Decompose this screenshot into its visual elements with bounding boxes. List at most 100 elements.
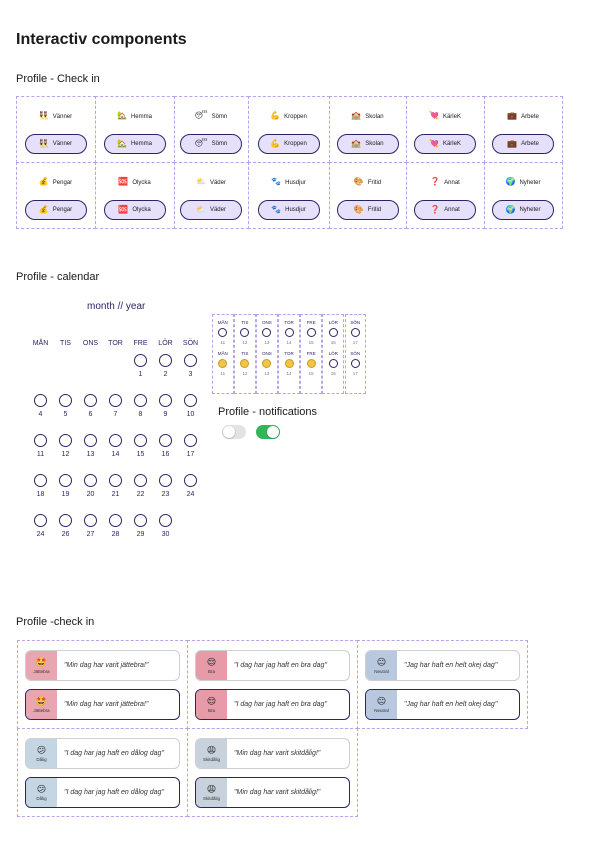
bra-face-icon: 😌 — [206, 656, 217, 667]
calendar-weekday: ONS — [82, 340, 99, 347]
week-day-circle[interactable] — [218, 328, 228, 337]
mood-card-neutral[interactable]: 😐Neutral"Jag har haft en helt okej dag" — [365, 650, 520, 681]
checkin-button-annat[interactable]: ❓Annat — [414, 199, 476, 220]
calendar-day[interactable]: 28 — [103, 514, 128, 554]
mood-card-skitdålig[interactable]: 😩Skitdålig"Min dag har varit skitdålig!" — [195, 738, 350, 769]
mood-card-neutral-selected[interactable]: 😐Neutral"Jag har haft en helt okej dag" — [365, 689, 520, 720]
mood-card-jättebra[interactable]: 🤩Jättebra"Min dag har varit jättebra!" — [25, 650, 180, 681]
page-title: Interactiv components — [16, 31, 187, 48]
checkin-button-vänner[interactable]: 👯Vänner — [24, 133, 87, 154]
week-day-date: 15 — [308, 371, 314, 376]
checkin-button-kärlek[interactable]: 💘KärleK — [414, 133, 476, 154]
day-number: 24 — [186, 491, 195, 498]
calendar-weekday: SÖN — [182, 340, 199, 347]
calendar-day[interactable]: 23 — [153, 474, 178, 514]
calendar-day[interactable]: 27 — [78, 514, 103, 554]
calendar-day[interactable]: 11 — [28, 434, 53, 474]
calendar-day — [103, 354, 128, 394]
calendar-day[interactable]: 1 — [128, 354, 153, 394]
week-day-circle[interactable] — [328, 328, 338, 337]
checkin-button-pengar[interactable]: 💰Pengar — [24, 199, 87, 220]
week-day-mood-icon[interactable] — [284, 359, 294, 368]
calendar-day[interactable]: 29 — [128, 514, 153, 554]
week-day-mood-icon[interactable] — [218, 359, 228, 368]
calendar-day[interactable]: 24 — [28, 514, 53, 554]
week-day-date: 17 — [352, 340, 358, 345]
day-number: 9 — [163, 411, 168, 418]
calendar-day[interactable]: 18 — [28, 474, 53, 514]
week-day-mood-icon[interactable] — [328, 359, 338, 368]
calendar-day[interactable]: 16 — [153, 434, 178, 474]
calendar-day[interactable]: 15 — [128, 434, 153, 474]
week-day-mood-icon[interactable] — [262, 359, 272, 368]
week-day-mood-icon[interactable] — [350, 359, 360, 368]
checkin-tag-kärlek: 💘KärleK — [407, 111, 484, 120]
mood-card-jättebra-selected[interactable]: 🤩Jättebra"Min dag har varit jättebra!" — [25, 689, 180, 720]
calendar-day[interactable]: 7 — [103, 394, 128, 434]
day-number: 21 — [111, 491, 120, 498]
checkin-tag-label: Vänner — [52, 113, 73, 120]
mood-row: 😕Dålig"I dag har jag haft en dålog dag" 😕… — [17, 728, 358, 817]
checkin-button-fritid[interactable]: 🎨Fritid — [336, 199, 399, 220]
week-day-circle[interactable] — [262, 328, 272, 337]
week-day-circle[interactable] — [350, 328, 360, 337]
calendar-day[interactable]: 13 — [78, 434, 103, 474]
mood-card-dålig[interactable]: 😕Dålig"I dag har jag haft en dålog dag" — [25, 738, 180, 769]
calendar-day[interactable]: 19 — [53, 474, 78, 514]
checkin-cell-annat: ❓Annat ❓Annat — [405, 161, 485, 229]
checkin-button-husdjur[interactable]: 🐾Husdjur — [257, 199, 320, 220]
checkin-button-label: Hemma — [130, 140, 152, 147]
notification-toggle-on[interactable] — [256, 425, 280, 439]
mood-cell-dålig: 😕Dålig"I dag har jag haft en dålog dag" 😕… — [17, 728, 188, 817]
week-day-mood-icon[interactable] — [306, 359, 316, 368]
checkin-button-hemma[interactable]: 🏡Hemma — [103, 133, 166, 154]
calendar-day[interactable]: 30 — [153, 514, 178, 554]
mood-card-bra-selected[interactable]: 😌Bra"I dag har jag haft en bra dag" — [195, 689, 350, 720]
calendar-day[interactable]: 12 — [53, 434, 78, 474]
calendar-day[interactable]: 6 — [78, 394, 103, 434]
week-day-mood-icon[interactable] — [240, 359, 250, 368]
calendar-day[interactable]: 8 — [128, 394, 153, 434]
week-day-circle[interactable] — [240, 328, 250, 337]
checkin-button-sömn[interactable]: 😴Sömn — [180, 133, 242, 154]
checkin-cell-arbete: 💼Arbete💼Arbete — [483, 95, 563, 163]
calendar-day[interactable]: 22 — [128, 474, 153, 514]
mood-card-dålig-selected[interactable]: 😕Dålig"I dag har jag haft en dålog dag" — [25, 777, 180, 808]
calendar-day[interactable]: 5 — [53, 394, 78, 434]
day-circle — [109, 474, 122, 487]
calendar-day[interactable]: 26 — [53, 514, 78, 554]
checkin-button-skolan[interactable]: 🏫Skolan — [336, 133, 399, 154]
week-day-circle[interactable] — [306, 328, 316, 337]
calendar-day[interactable]: 4 — [28, 394, 53, 434]
day-circle — [159, 514, 172, 527]
calendar-day[interactable]: 21 — [103, 474, 128, 514]
checkin-button-väder[interactable]: ⛅Väder — [180, 199, 242, 220]
checkin-tag-annat: ❓Annat — [407, 177, 484, 186]
checkin-button-nyheter[interactable]: 🌍Nyheter — [492, 199, 554, 220]
notification-toggle-off[interactable] — [222, 425, 246, 439]
calendar-day[interactable]: 14 — [103, 434, 128, 474]
checkin-tag-label: Hemma — [130, 113, 152, 120]
checkin-tag-kroppen: 💪Kroppen — [249, 111, 329, 120]
calendar-day[interactable]: 9 — [153, 394, 178, 434]
calendar-day[interactable]: 10 — [178, 394, 203, 434]
calendar-day[interactable]: 17 — [178, 434, 203, 474]
calendar-day[interactable]: 2 — [153, 354, 178, 394]
checkin-button-arbete[interactable]: 💼Arbete — [492, 133, 554, 154]
mood-card-skitdålig-selected[interactable]: 😩Skitdålig"Min dag har varit skitdålig!" — [195, 777, 350, 808]
calendar-day[interactable]: 24 — [178, 474, 203, 514]
checkin-button-olycka[interactable]: 🆘Olycka — [103, 199, 166, 220]
calendar-day[interactable]: 3 — [178, 354, 203, 394]
mood-card-bra[interactable]: 😌Bra"I dag har jag haft en bra dag" — [195, 650, 350, 681]
week-day-circle[interactable] — [284, 328, 294, 337]
day-number: 10 — [186, 411, 195, 418]
checkin-button-kroppen[interactable]: 💪Kroppen — [257, 133, 320, 154]
väder-emoji-icon: ⛅ — [196, 176, 206, 186]
checkin-cell-husdjur: 🐾Husdjur🐾Husdjur — [247, 161, 330, 229]
day-circle — [134, 354, 147, 367]
checkin-tag-sömn: 😴Sömn — [175, 111, 248, 120]
calendar-day[interactable]: 20 — [78, 474, 103, 514]
day-circle — [84, 434, 97, 447]
